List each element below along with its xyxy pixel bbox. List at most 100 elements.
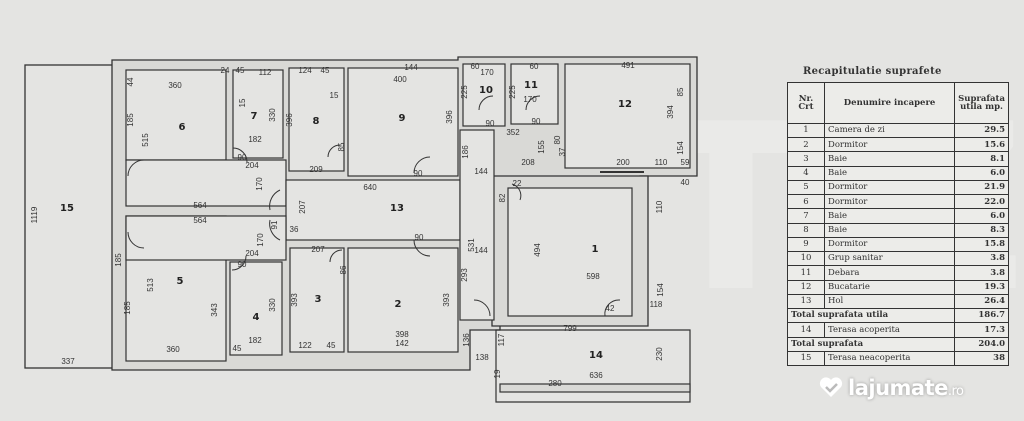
dimension-label: 398 xyxy=(395,330,409,339)
dimension-label: 24 xyxy=(221,66,230,75)
dimension-label: 185 xyxy=(114,253,123,267)
room-number-1: 1 xyxy=(592,244,599,255)
door-arc xyxy=(413,239,431,257)
room-4 xyxy=(229,261,283,356)
room-12 xyxy=(564,63,691,169)
dimension-label: 393 xyxy=(442,293,451,307)
room-number-2: 2 xyxy=(395,299,402,310)
dimension-label: 110 xyxy=(655,158,668,167)
room-number-5: 5 xyxy=(177,276,184,287)
door-arc xyxy=(231,255,247,271)
dimension-label: 280 xyxy=(548,379,562,388)
cell-area: 38 xyxy=(954,350,1009,367)
dimension-label: 491 xyxy=(621,61,635,70)
dimension-label: 636 xyxy=(589,371,603,380)
cell-nr: 12 xyxy=(787,279,825,295)
dimension-label: 36 xyxy=(290,225,299,234)
watermark-tld: .ro xyxy=(947,384,964,399)
dimension-label: 144 xyxy=(474,246,488,255)
door-arc xyxy=(604,299,621,317)
dimension-label: 45 xyxy=(233,344,242,353)
header-name: Denumire incapere xyxy=(823,82,956,124)
room-number-3: 3 xyxy=(315,294,322,305)
dimension-label: 230 xyxy=(655,347,664,361)
dimension-label: 393 xyxy=(290,293,299,307)
dimension-label: 330 xyxy=(268,298,277,312)
dimension-label: 91 xyxy=(270,220,279,229)
dimension-label: 59 xyxy=(681,158,690,167)
room-number-6: 6 xyxy=(179,122,186,133)
dimension-label: 208 xyxy=(521,158,535,167)
cell-nr: 8 xyxy=(787,222,825,238)
dimension-label: 122 xyxy=(298,341,312,350)
door-arc xyxy=(327,144,341,158)
dimension-label: 564 xyxy=(193,216,207,225)
header-nr: Nr. Crt xyxy=(787,82,825,124)
dimension-label: 82 xyxy=(498,193,507,202)
cell-name: Terasa neacoperita xyxy=(823,350,956,367)
total-label: Total suprafata utila xyxy=(786,308,956,324)
dimension-label: 44 xyxy=(126,77,135,86)
dimension-label: 1119 xyxy=(30,206,39,223)
room-5-upper xyxy=(125,215,287,261)
area-summary-table: Nr. Crt Denumire incapere Suprafata util… xyxy=(786,82,1009,367)
room-7 xyxy=(232,69,284,159)
dimension-label: 394 xyxy=(666,105,675,119)
room-1 xyxy=(507,187,633,317)
room-number-9: 9 xyxy=(399,113,406,124)
dimension-label: 110 xyxy=(655,200,664,213)
dimension-label: 154 xyxy=(656,283,665,297)
hall-13 xyxy=(285,179,461,241)
cell-name: Baie xyxy=(823,208,956,224)
room-6-lower xyxy=(125,159,287,207)
cell-area: 3.8 xyxy=(954,251,1009,267)
room-8 xyxy=(288,67,345,172)
cell-name: Terasa acoperita xyxy=(823,322,956,338)
cell-nr: 11 xyxy=(787,265,825,281)
total-area: 186.7 xyxy=(954,308,1009,324)
cell-area: 26.4 xyxy=(954,293,1009,310)
table-header-row: Nr. Crt Denumire incapere Suprafata util… xyxy=(787,82,1009,124)
dimension-label: 185 xyxy=(126,113,135,127)
dimension-label: 293 xyxy=(460,268,469,282)
door-arc xyxy=(127,159,145,177)
dimension-label: 90 xyxy=(238,260,247,269)
dimension-label: 225 xyxy=(460,85,469,99)
cell-name: Bucatarie xyxy=(823,279,956,295)
dimension-label: 204 xyxy=(245,249,259,258)
dimension-label: 19 xyxy=(493,369,502,378)
room-number-12: 12 xyxy=(618,99,632,110)
dimension-label: 112 xyxy=(259,68,272,77)
cell-area: 29.5 xyxy=(954,122,1009,139)
lajumate-watermark: lajumate.ro xyxy=(818,376,964,400)
dimension-label: 360 xyxy=(168,81,182,90)
dimension-label: 170 xyxy=(480,68,494,77)
dimension-label: 170 xyxy=(255,177,264,191)
dimension-label: 207 xyxy=(298,200,307,214)
door-arc xyxy=(269,189,281,211)
room-number-15: 15 xyxy=(60,203,74,214)
dimension-label: 15 xyxy=(330,91,339,100)
dimension-label: 22 xyxy=(513,179,522,188)
room-number-7: 7 xyxy=(251,111,258,122)
dimension-label: 117 xyxy=(497,333,506,346)
dimension-label: 640 xyxy=(363,183,377,192)
dimension-label: 90 xyxy=(532,117,541,126)
dimension-label: 170 xyxy=(256,233,265,247)
dimension-label: 144 xyxy=(404,63,418,72)
dimension-label: 154 xyxy=(676,141,685,155)
room-number-10: 10 xyxy=(479,85,493,96)
dimension-label: 118 xyxy=(650,300,663,309)
dimension-label: 185 xyxy=(123,301,132,315)
dimension-label: 90 xyxy=(414,169,423,178)
cell-nr: 4 xyxy=(787,165,825,181)
cell-name: Debara xyxy=(823,265,956,281)
cell-area: 22.0 xyxy=(954,194,1009,210)
dimension-label: 204 xyxy=(245,161,259,170)
